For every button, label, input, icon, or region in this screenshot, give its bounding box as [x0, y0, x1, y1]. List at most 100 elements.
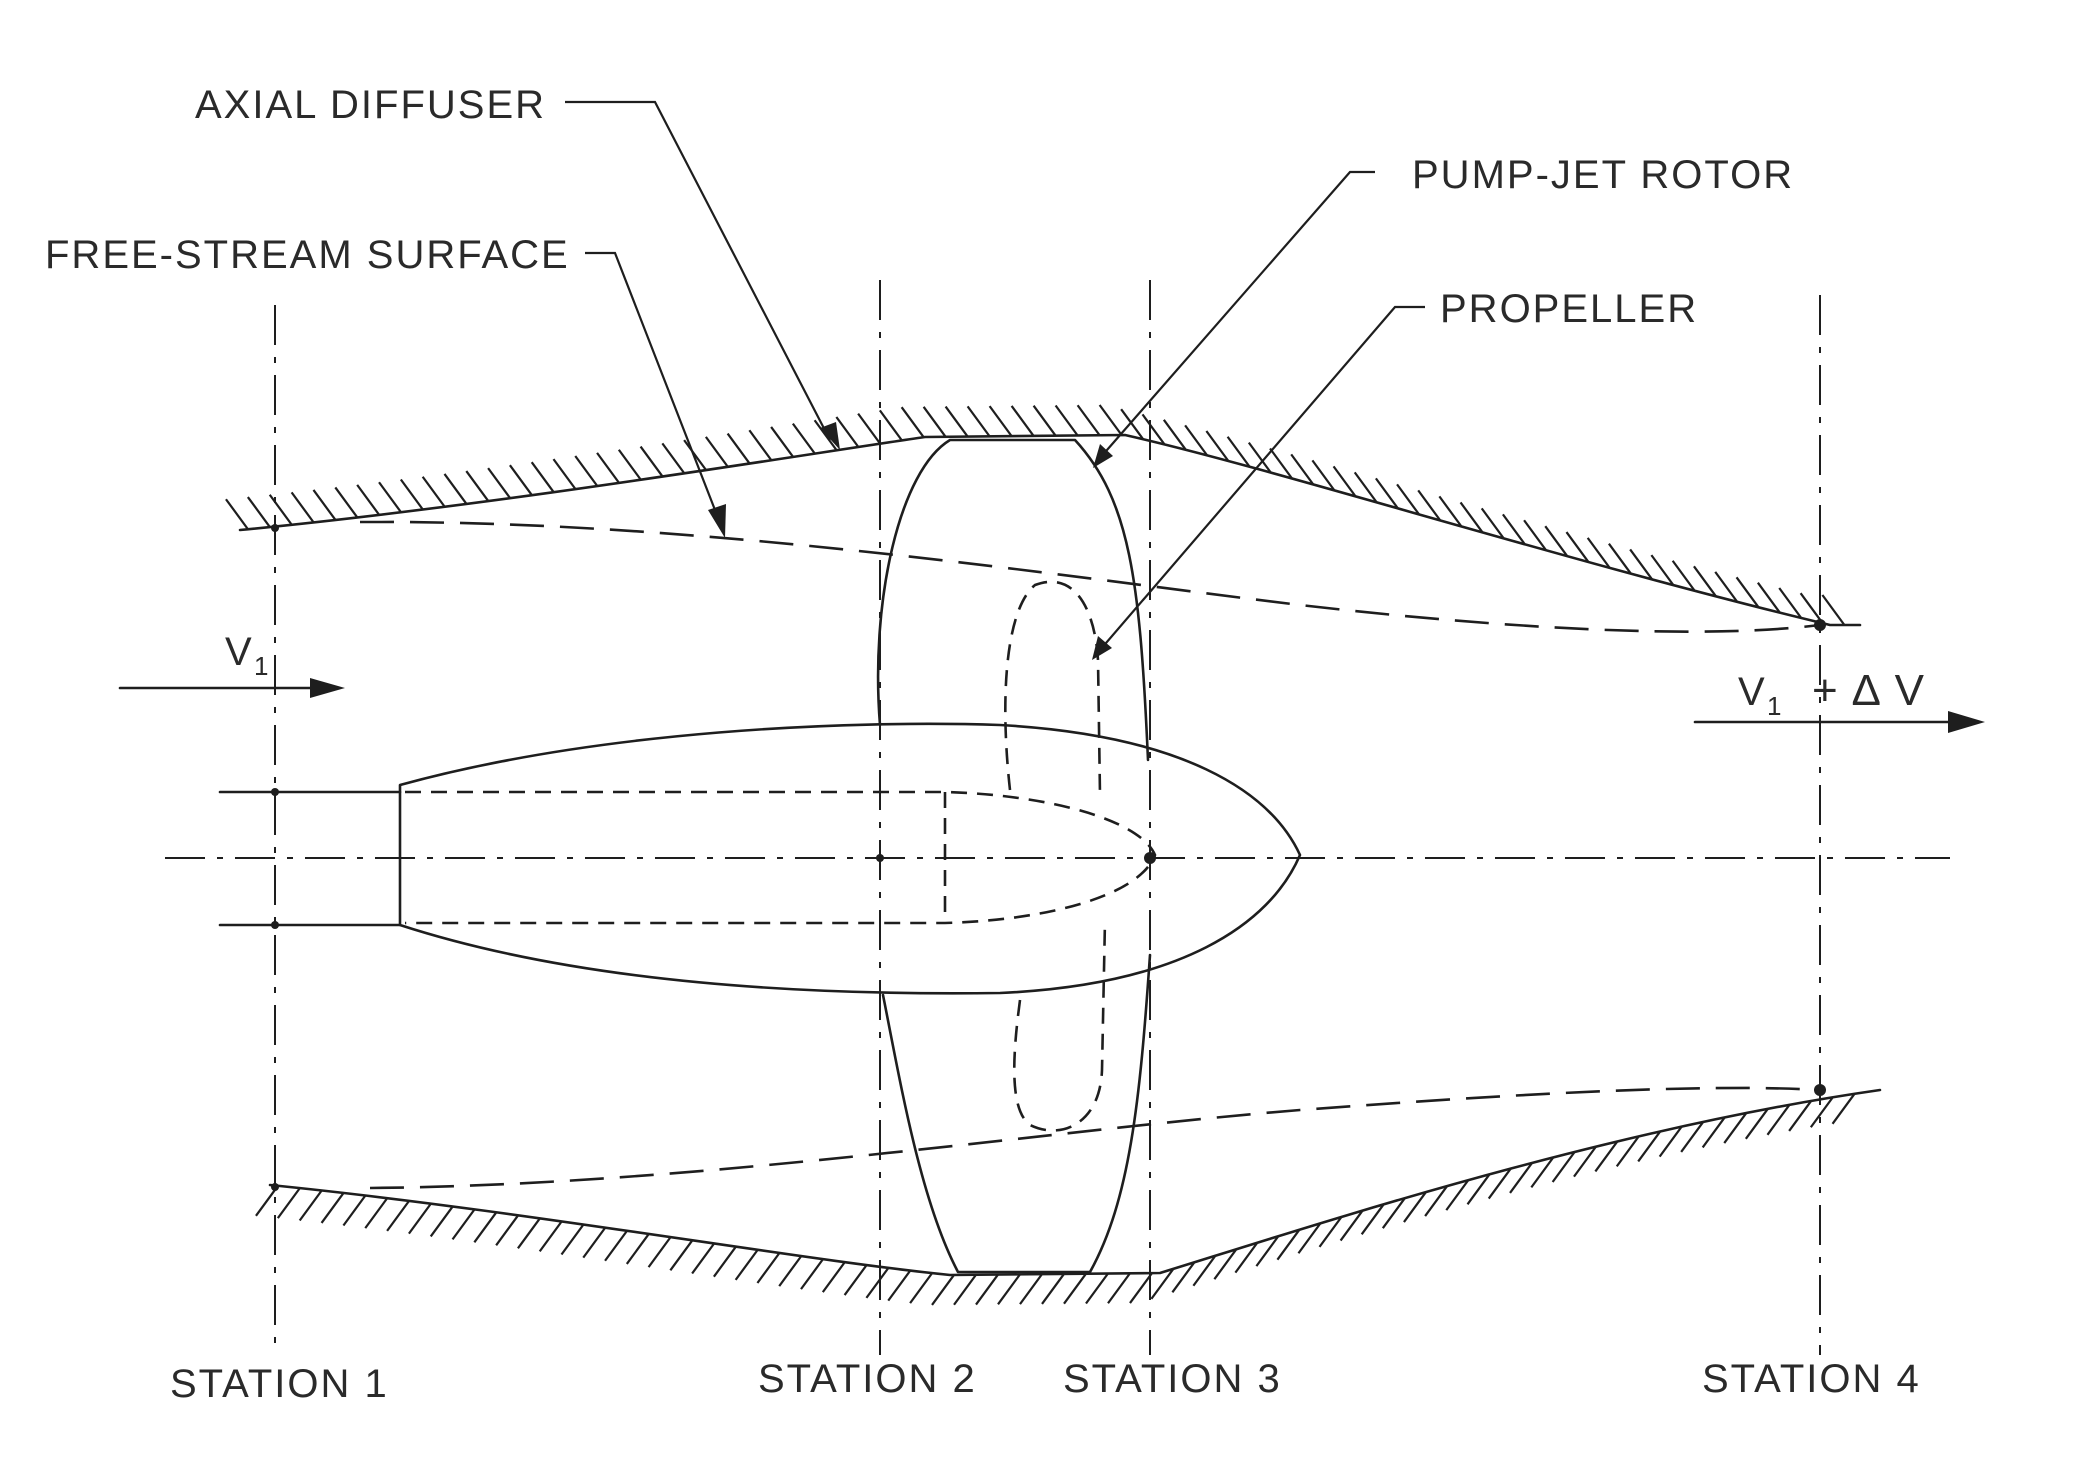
hatch-stroke	[386, 1200, 410, 1232]
hatch-stroke	[1459, 501, 1484, 534]
svg-text:1: 1	[1767, 691, 1783, 721]
hatch-stroke	[408, 1202, 432, 1235]
svg-text:V: V	[1738, 670, 1767, 714]
hatch-stroke	[748, 429, 773, 461]
hatch-stroke	[538, 1220, 563, 1253]
label-station-4: STATION 4	[1702, 1357, 1921, 1401]
hatch-stroke	[944, 405, 969, 438]
hatch-stroke	[878, 409, 903, 442]
hatch-stroke	[922, 406, 947, 438]
hatch-stroke	[813, 419, 838, 451]
hatch-stroke	[800, 1258, 824, 1290]
hatch-stroke	[1297, 1222, 1322, 1254]
hatch-stroke	[726, 432, 751, 465]
hatch-stroke	[1586, 537, 1611, 569]
hatch-stroke	[487, 467, 511, 499]
hatch-stroke	[246, 496, 271, 528]
lower-wall-hatching	[255, 1093, 1856, 1306]
hatch-stroke	[1544, 525, 1569, 557]
hub-body	[398, 722, 1302, 995]
hatch-stroke	[1192, 1255, 1217, 1287]
hatch-stroke	[465, 470, 490, 502]
hatch-stroke	[1255, 1235, 1280, 1267]
hatch-stroke	[1184, 424, 1209, 456]
hatch-stroke	[1085, 1272, 1109, 1305]
hatch-stroke	[1831, 1093, 1856, 1125]
hatch-stroke	[429, 1205, 454, 1238]
hatch-stroke	[1311, 459, 1336, 492]
hatch-stroke	[821, 1261, 846, 1293]
hatch-stroke	[451, 1208, 476, 1241]
hatch-stroke	[691, 1242, 716, 1275]
hatch-stroke	[1054, 404, 1079, 437]
hatch-stroke	[1205, 430, 1230, 462]
hatch-stroke	[1424, 1185, 1449, 1217]
label-outlet-velocity: V 1 + Δ V	[1738, 666, 1924, 721]
hatch-stroke	[1693, 565, 1717, 597]
hatch-stroke	[1608, 543, 1632, 575]
label-station-2: STATION 2	[758, 1357, 977, 1401]
hatch-stroke	[1381, 1197, 1406, 1229]
hatch-stroke	[1530, 1156, 1555, 1189]
propeller-lower-blade	[1012, 919, 1107, 1132]
hatch-stroke	[1150, 1268, 1175, 1300]
label-station-3: STATION 3	[1063, 1357, 1282, 1401]
pump-jet-rotor-upper	[876, 438, 1150, 762]
hatch-stroke	[713, 1246, 737, 1278]
hatch-stroke	[225, 498, 249, 530]
hatch-stroke	[1041, 1273, 1065, 1305]
upper-diffuser-wall	[238, 433, 1862, 627]
hatch-stroke	[378, 481, 402, 513]
hatch-stroke	[1594, 1140, 1619, 1173]
hatch-stroke	[835, 416, 860, 448]
hatch-stroke	[1778, 587, 1803, 619]
lower-diffuser-wall	[268, 1088, 1882, 1277]
hatch-stroke	[756, 1252, 781, 1284]
hatch-stroke	[334, 486, 359, 519]
hatch-stroke	[509, 464, 533, 496]
hatch-stroke	[298, 1189, 323, 1222]
hatch-stroke	[552, 458, 577, 490]
station-lines	[274, 280, 1821, 1355]
hatch-stroke	[574, 455, 599, 487]
hatch-stroke	[1076, 404, 1101, 436]
leader-lines	[565, 100, 1425, 660]
hatch-stroke	[268, 494, 293, 526]
label-inlet-velocity: V 1	[225, 630, 268, 681]
hatch-stroke	[582, 1226, 607, 1259]
hatch-stroke	[312, 489, 337, 521]
hatch-stroke	[1502, 513, 1526, 546]
hatch-stroke	[1487, 1167, 1512, 1200]
hatch-stroke	[1821, 594, 1846, 626]
hatch-stroke	[1107, 1272, 1131, 1304]
hatch-stroke	[1766, 1104, 1791, 1136]
hatch-stroke	[1650, 554, 1675, 586]
hatch-stroke	[276, 1187, 301, 1219]
upper-free-stream-surface	[359, 520, 1821, 633]
hatch-stroke	[778, 1255, 803, 1287]
hatch-stroke	[669, 1239, 694, 1271]
hatch-stroke	[1680, 1121, 1705, 1153]
label-axial-diffuser: AXIAL DIFFUSER	[195, 83, 546, 127]
hatch-stroke	[320, 1192, 345, 1224]
hatch-stroke	[1799, 592, 1824, 624]
hatch-stroke	[931, 1274, 955, 1306]
hatch-stroke	[443, 473, 468, 505]
pump-jet-rotor-leader	[1099, 170, 1375, 459]
hatch-stroke	[1019, 1273, 1043, 1305]
hatch-stroke	[1744, 1108, 1769, 1140]
hatch-stroke	[661, 442, 686, 474]
hatch-stroke	[1120, 408, 1145, 440]
hatch-stroke	[1360, 1203, 1385, 1235]
hatch-stroke	[473, 1211, 498, 1243]
propeller-leader	[1099, 305, 1425, 651]
hatch-stroke	[1637, 1130, 1662, 1163]
hatch-stroke	[1375, 477, 1399, 510]
label-propeller: PROPELLER	[1440, 287, 1698, 331]
hatch-stroke	[1129, 1272, 1153, 1304]
label-free-stream-surface: FREE-STREAM SURFACE	[45, 233, 570, 277]
lower-free-stream-surface	[369, 1086, 1821, 1190]
hatch-stroke	[399, 478, 424, 511]
hatch-stroke	[1671, 560, 1696, 592]
